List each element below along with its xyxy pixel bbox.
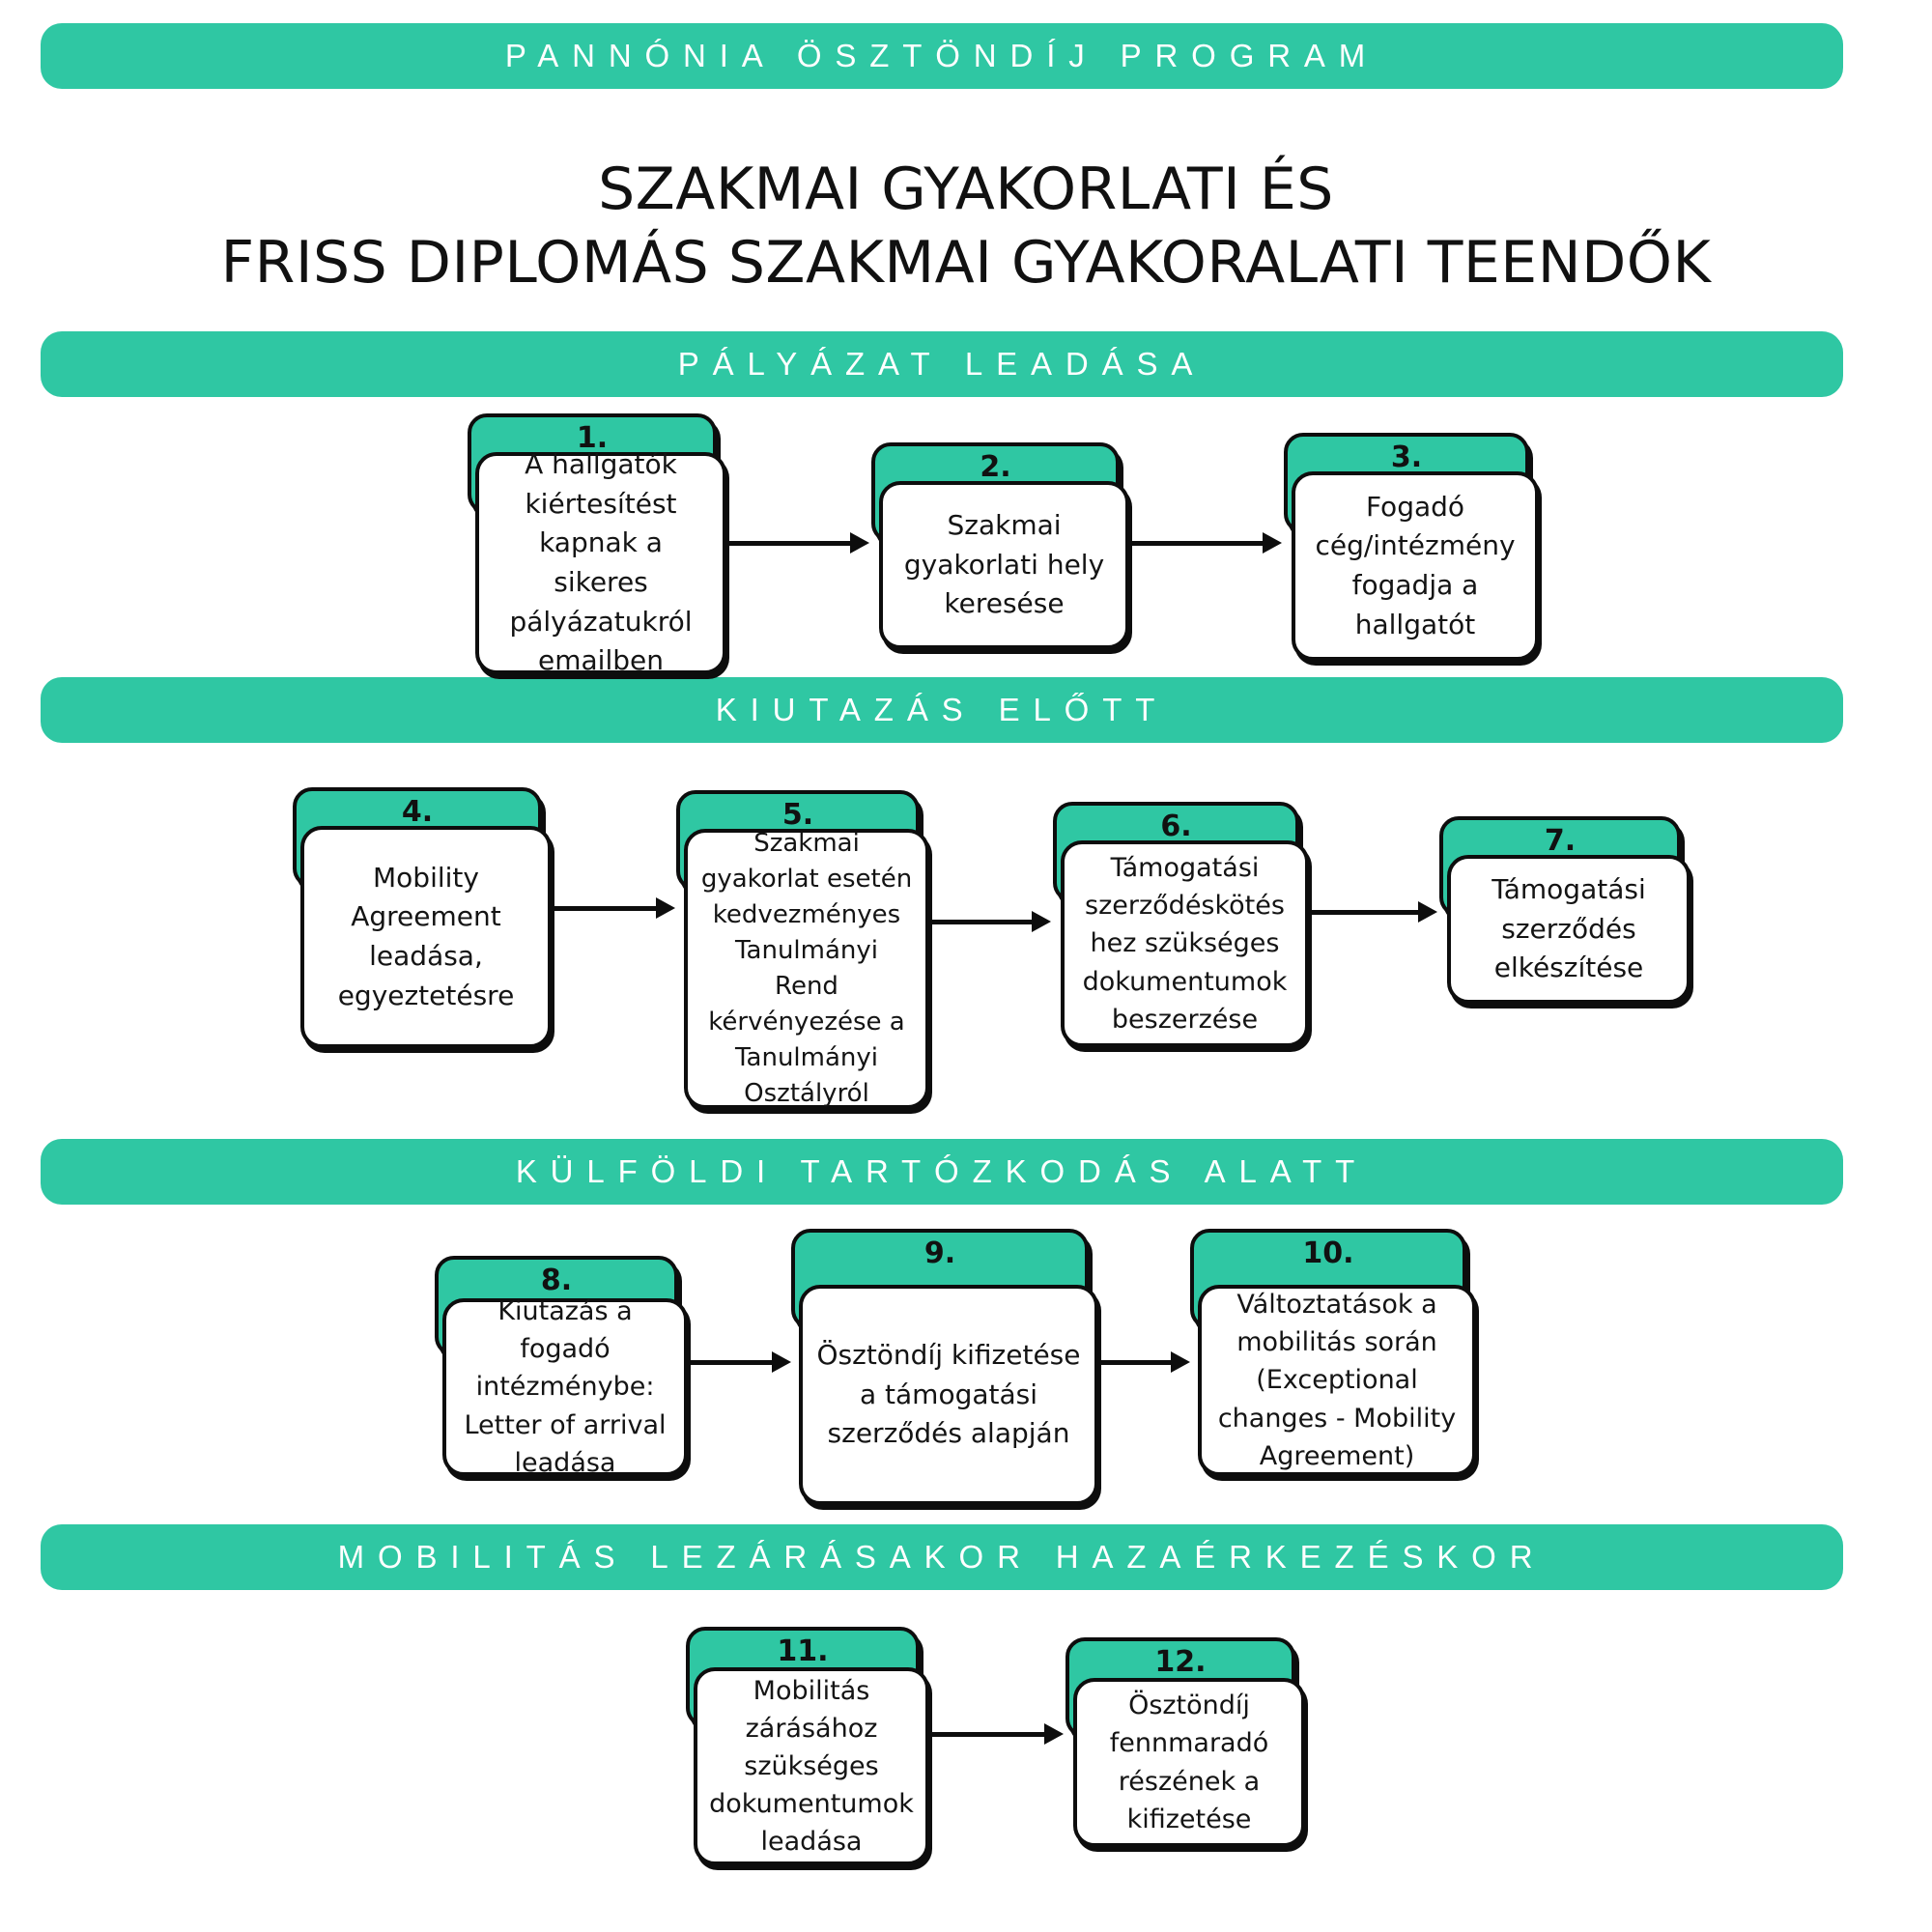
step-text: Mobility Agreement leadása, egyeztetésre xyxy=(337,861,515,1011)
step-card-body: Mobility Agreement leadása, egyeztetésre xyxy=(300,826,552,1048)
step-number: 12. xyxy=(1154,1645,1207,1679)
section-banner-kulfoldi-tartozkodas-alatt: KÜLFÖLDI TARTÓZKODÁS ALATT xyxy=(41,1139,1843,1205)
step-card-body: Fogadó cég/intézmény fogadja a hallgatót xyxy=(1292,471,1539,661)
flow-arrow xyxy=(931,1723,1064,1745)
step-card-body: A hallgatók kiértesítést kapnak a sikere… xyxy=(475,448,726,676)
step-text: Ösztöndíj kifizetése a támogatási szerző… xyxy=(816,1339,1081,1450)
step-card-body: Szakmai gyakorlati hely keresése xyxy=(879,481,1129,649)
step-card-body: Támogatási szerződéskötés hez szükséges … xyxy=(1061,840,1309,1047)
step-card-body: Mobilitás zárásához szükséges dokumentum… xyxy=(694,1667,929,1865)
flow-arrow xyxy=(690,1351,791,1373)
step-text: Változtatások a mobilitás során (Excepti… xyxy=(1217,1290,1457,1471)
section-banner-kiutazas-elott: KIUTAZÁS ELŐTT xyxy=(41,677,1843,743)
page-title: SZAKMAI GYAKORLATI ÉS FRISS DIPLOMÁS SZA… xyxy=(0,153,1932,299)
step-number: 9. xyxy=(923,1236,956,1270)
step-text: A hallgatók kiértesítést kapnak a sikere… xyxy=(509,448,693,677)
program-banner: PANNÓNIA ÖSZTÖNDÍJ PROGRAM xyxy=(41,23,1843,89)
flow-arrow xyxy=(1100,1351,1190,1373)
step-text: Fogadó cég/intézmény fogadja a hallgatót xyxy=(1315,490,1516,640)
step-number: 6. xyxy=(1160,810,1192,843)
step-text: Szakmai gyakorlat esetén kedvezményes Ta… xyxy=(700,829,913,1108)
step-number: 2. xyxy=(980,450,1011,484)
step-card-body: Kiutazás a fogadó intézménybe: Letter of… xyxy=(442,1296,688,1478)
flow-arrow xyxy=(1311,901,1437,923)
section-banner-mobilitas-lezarasakor: MOBILITÁS LEZÁRÁSAKOR HAZAÉRKEZÉSKOR xyxy=(41,1524,1843,1590)
step-text: Támogatási szerződéskötés hez szükséges … xyxy=(1082,853,1288,1035)
step-text: Támogatási szerződés elkészítése xyxy=(1492,873,1646,984)
step-number: 8. xyxy=(540,1264,573,1297)
step-text: Kiutazás a fogadó intézménybe: Letter of… xyxy=(464,1296,667,1478)
step-number: 3. xyxy=(1390,440,1423,474)
step-number: 11. xyxy=(777,1634,829,1668)
page-title-line2: FRISS DIPLOMÁS SZAKMAI GYAKORALATI TEEND… xyxy=(220,229,1712,297)
step-text: Szakmai gyakorlati hely keresése xyxy=(903,509,1105,620)
flow-arrow xyxy=(1131,532,1282,554)
step-card-body: Szakmai gyakorlat esetén kedvezményes Ta… xyxy=(684,829,929,1109)
page-title-line1: SZAKMAI GYAKORLATI ÉS xyxy=(598,156,1334,223)
flow-arrow xyxy=(728,532,869,554)
step-text: Mobilitás zárásához szükséges dokumentum… xyxy=(709,1675,914,1858)
step-number: 5. xyxy=(781,798,814,832)
flow-arrow xyxy=(554,897,675,919)
step-number: 7. xyxy=(1544,824,1577,858)
step-card-body: Támogatási szerződés elkészítése xyxy=(1447,855,1690,1004)
step-card-body: Változtatások a mobilitás során (Excepti… xyxy=(1198,1285,1476,1476)
flow-arrow xyxy=(931,911,1051,932)
step-number: 1. xyxy=(576,421,609,455)
section-banner-palyazat-leadasa: PÁLYÁZAT LEADÁSA xyxy=(41,331,1843,397)
step-text: Ösztöndíj fennmaradó részének a kifizeté… xyxy=(1109,1690,1269,1834)
step-card-body: Ösztöndíj kifizetése a támogatási szerző… xyxy=(799,1285,1098,1505)
step-card-body: Ösztöndíj fennmaradó részének a kifizeté… xyxy=(1073,1678,1305,1847)
step-number: 4. xyxy=(401,795,434,829)
step-number: 10. xyxy=(1302,1236,1354,1270)
